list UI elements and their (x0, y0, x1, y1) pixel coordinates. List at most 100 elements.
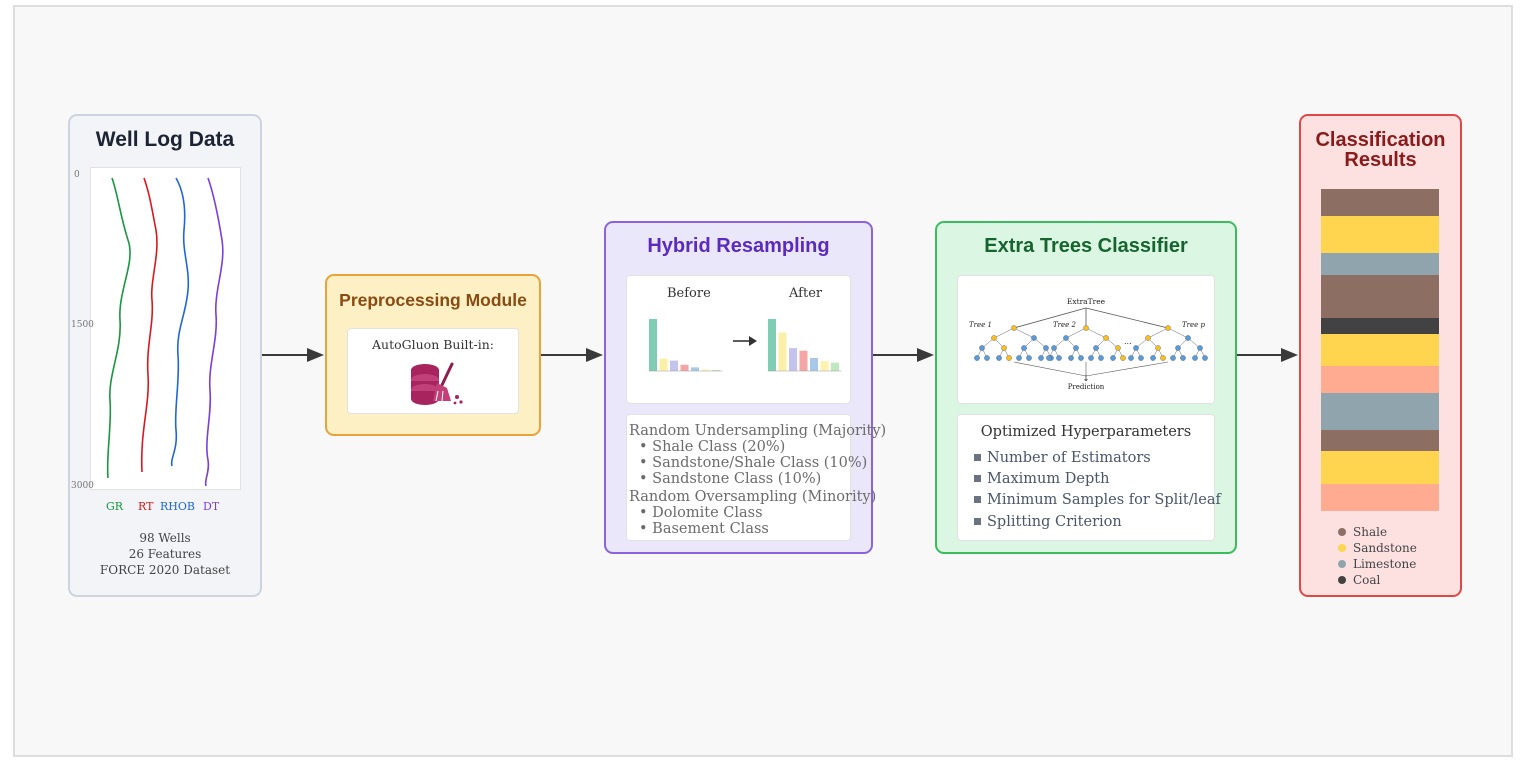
tree-2-node (1120, 355, 1126, 361)
after-bar-5 (810, 358, 818, 371)
before-bar-1 (649, 319, 657, 371)
tree-p-node (1185, 335, 1191, 341)
before-bar-4 (680, 364, 689, 371)
before-bar-3 (670, 360, 678, 371)
rhob-curve (170, 177, 190, 467)
tree-2-node (1056, 355, 1062, 361)
tree-1-node (1031, 335, 1037, 341)
stratum-sandstone (1321, 216, 1439, 253)
tree-2-node (1098, 355, 1104, 361)
classifier-title: Extra Trees Classifier (984, 235, 1188, 257)
legend-limestone: Limestone (1338, 557, 1416, 571)
before-bar-2 (659, 358, 668, 371)
hp-item-criterion: Splitting Criterion (974, 514, 1122, 530)
tree-ellipsis: ... (1124, 337, 1132, 346)
tree-p-node (1145, 335, 1151, 341)
tree-1-node (984, 355, 990, 361)
curve-label-gr: GR (106, 500, 124, 513)
bullet-square-icon (974, 518, 981, 525)
stratum-sandstone (1321, 334, 1439, 366)
shale-swatch-icon (1338, 528, 1346, 536)
arrow-resampling-to-classifier (873, 348, 934, 362)
tree-2-node (1083, 325, 1089, 331)
stratum-other (1321, 484, 1439, 511)
depth-tick-3000: 3000 (71, 481, 94, 491)
tree-p-node (1170, 355, 1176, 361)
extra-tree-root-label: ExtraTree (1067, 297, 1106, 306)
database-broom-icon (411, 362, 463, 405)
gr-curve (106, 177, 131, 479)
legend-shale: Shale (1338, 525, 1387, 539)
resampling-chart-box: Before After (626, 275, 851, 404)
after-label: After (789, 286, 823, 301)
tree-1-node (996, 355, 1002, 361)
tree-1-node (979, 345, 985, 351)
oversampling-dolomite: • Dolomite Class (639, 505, 763, 521)
tree-p-node (1150, 355, 1156, 361)
before-bar-7 (712, 369, 720, 371)
tree-1-node (1026, 355, 1032, 361)
stratum-limestone (1321, 253, 1439, 275)
tree-p-node (1138, 355, 1144, 361)
after-bar-chart (768, 319, 842, 372)
tree-p-label: Tree p (1182, 321, 1206, 329)
tree-1-node (1016, 355, 1022, 361)
tree-2-node (1103, 335, 1109, 341)
hp-item-max-depth: Maximum Depth (974, 471, 1109, 487)
well-log-title: Well Log Data (95, 128, 235, 151)
curve-label-rhob: RHOB (160, 500, 195, 513)
tree-2-node (1088, 355, 1094, 361)
undersampling-sandstone-shale: • Sandstone/Shale Class (10%) (639, 455, 868, 471)
tree-1-node (991, 335, 997, 341)
tree-1-node (1006, 355, 1012, 361)
legend-coal: Coal (1338, 573, 1380, 587)
tree-p-node (1133, 345, 1139, 351)
stratum-shale (1321, 189, 1439, 216)
after-bar-4 (799, 350, 808, 371)
well-count: 98 Wells (139, 531, 191, 545)
oversampling-basement: • Basement Class (639, 521, 769, 537)
arrow-welllog-to-preprocessing (262, 348, 324, 362)
tree-p-node (1197, 345, 1203, 351)
coal-swatch-icon (1338, 576, 1346, 584)
after-bar-1 (768, 319, 776, 371)
feature-count: 26 Features (128, 547, 202, 561)
rt-curve (140, 177, 158, 473)
tree-p-node (1165, 325, 1171, 331)
tree-p-node (1192, 355, 1198, 361)
dataset-name: FORCE 2020 Dataset (99, 563, 231, 577)
before-bar-5 (691, 367, 699, 371)
tree-2-node (1068, 355, 1074, 361)
preprocessing-subtitle: AutoGluon Built-in: (372, 337, 494, 352)
sandstone-swatch-icon (1338, 544, 1346, 552)
after-bar-7 (831, 362, 839, 371)
bullet-square-icon (974, 475, 981, 482)
tree-2-node (1073, 345, 1079, 351)
tree-p-node (1160, 355, 1166, 361)
hyperparameters-title: Optimized Hyperparameters (980, 424, 1192, 440)
tree-p-node (1175, 345, 1181, 351)
tree-2-node (1046, 355, 1052, 361)
tree-p-node (1180, 355, 1186, 361)
tree-p-node (1155, 345, 1161, 351)
curve-label-rt: RT (138, 500, 154, 513)
arrow-preprocessing-to-resampling (541, 348, 603, 362)
curve-label-dt: DT (203, 500, 220, 513)
legend-sandstone: Sandstone (1338, 541, 1417, 555)
tree-1-label: Tree 1 (969, 321, 992, 329)
stratum-coal (1321, 318, 1439, 334)
extra-tree-diagram-box: ExtraTree Tree 1 Tree 2 ... Tree p ↓ Pre… (957, 275, 1215, 404)
resample-arrow (733, 336, 757, 346)
hyperparameters-box: Optimized Hyperparameters Number of Esti… (957, 414, 1221, 541)
undersampling-sandstone: • Sandstone Class (10%) (639, 471, 822, 487)
tree-1-node (1038, 355, 1044, 361)
tree-1-node (1011, 325, 1017, 331)
preprocessing-box: AutoGluon Built-in: (347, 328, 519, 414)
prediction-label: Prediction (1068, 383, 1105, 391)
before-bar-chart (649, 319, 723, 372)
tree-2-node (1115, 345, 1121, 351)
tree-2-node (1078, 355, 1084, 361)
prediction-arrow-glyph: ↓ (1083, 374, 1090, 383)
